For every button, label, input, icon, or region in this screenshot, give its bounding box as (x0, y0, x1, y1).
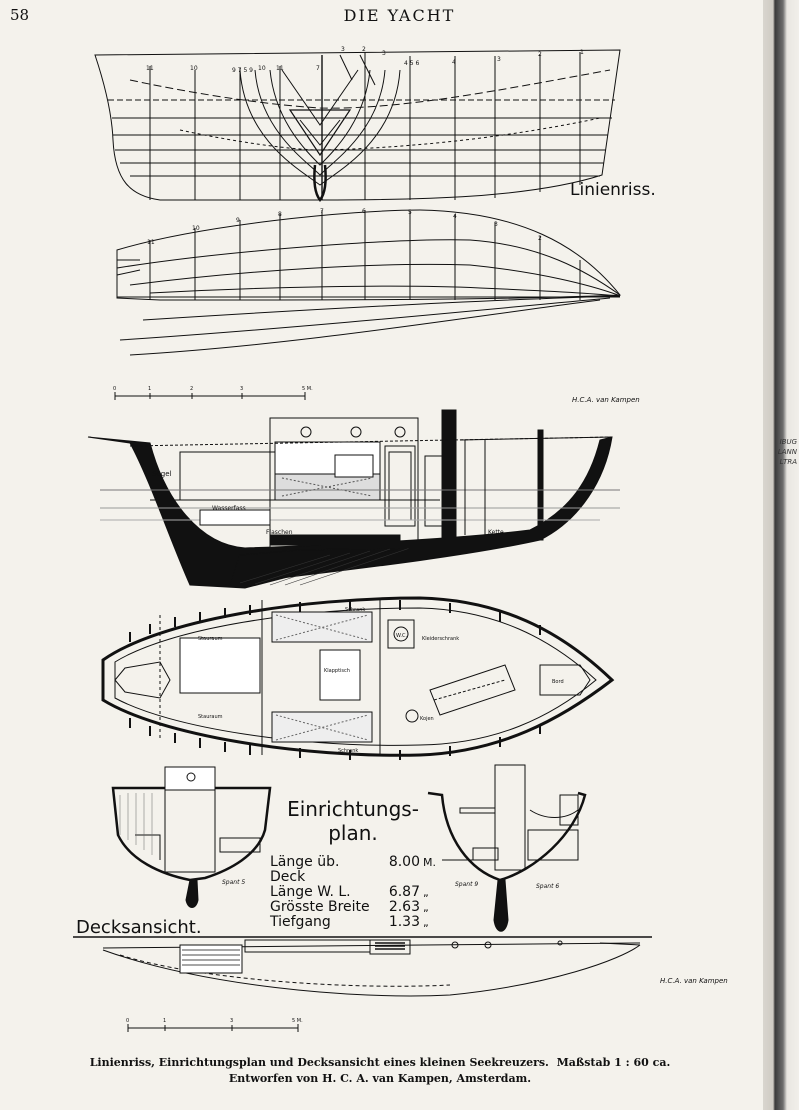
running-head: DIE YACHT (343, 6, 456, 25)
svg-text:8: 8 (278, 211, 282, 218)
svg-text:9: 9 (236, 217, 240, 224)
dimension-row: Tiefgang 1.33„ (270, 915, 443, 930)
edge-fragment: IBUG (779, 438, 797, 446)
svg-text:7: 7 (320, 208, 324, 215)
label-flaschen: Flaschen (266, 529, 293, 536)
svg-text:3: 3 (230, 1018, 233, 1024)
section-label: Spant 5 (222, 879, 245, 886)
dimension-unit: „ (423, 886, 429, 899)
scale-bar: 0 1 3 5 M. (126, 1018, 303, 1032)
svg-text:3: 3 (341, 46, 345, 53)
deck-view-label: Decksansicht. (76, 917, 202, 938)
dimension-row: Grösste Breite 2.63„ (270, 900, 443, 915)
label-kojen: Kojen (420, 716, 434, 722)
label-schrank: Schrank (338, 748, 358, 754)
svg-text:2: 2 (538, 235, 542, 242)
caption-line1: Linienriss, Einrichtungsplan und Decksan… (89, 1056, 549, 1069)
svg-text:4 5 6: 4 5 6 (404, 60, 419, 67)
label-kleiderschrank: Kleiderschrank (422, 636, 459, 642)
svg-text:5 M.: 5 M. (292, 1018, 303, 1024)
svg-text:5: 5 (408, 209, 412, 216)
dimension-value: 8.00 (388, 854, 420, 870)
interior-profile (87, 409, 620, 589)
svg-text:9 7 5 9: 9 7 5 9 (232, 67, 253, 74)
signature: H.C.A. van Kampen (572, 396, 640, 404)
edge-fragment: LANN (777, 448, 797, 456)
svg-text:5 M.: 5 M. (302, 386, 313, 392)
dimension-value: 2.63 (388, 899, 420, 915)
interior-plan-label: Einrichtungs- plan. (283, 797, 423, 845)
svg-text:2: 2 (362, 46, 366, 53)
svg-text:3: 3 (240, 386, 243, 392)
section-label: Spant 6 (536, 883, 559, 890)
page-number: 58 (10, 6, 30, 24)
svg-text:7: 7 (316, 65, 320, 72)
svg-text:1: 1 (163, 1018, 166, 1024)
label-staurum: Stauraum (198, 714, 223, 720)
dimension-key: Tiefgang (270, 914, 331, 930)
svg-text:0: 0 (113, 386, 116, 392)
section-label: Spant 9 (455, 881, 478, 888)
dimension-unit: M. (423, 856, 436, 869)
dimension-key: Länge W. L. (270, 884, 351, 900)
label-schrank: Schrank (345, 607, 365, 613)
label-wc: W.C. (396, 633, 407, 639)
dimension-value: 1.33 (388, 914, 420, 930)
dimension-key: Länge üb. Deck (270, 854, 340, 885)
label-staurum: Stauraum (198, 636, 223, 642)
svg-text:6: 6 (362, 208, 366, 215)
svg-text:0: 0 (126, 1018, 129, 1024)
caption-line2: Entworfen von H. C. A. van Kampen, Amste… (228, 1072, 532, 1085)
interior-plan-label-line1: Einrichtungs- (287, 797, 419, 821)
scale-bar: 0 1 2 3 5 M. (113, 386, 313, 400)
facing-page-edge (763, 0, 799, 1110)
svg-text:4: 4 (453, 213, 457, 220)
svg-text:10: 10 (192, 225, 200, 232)
dimension-unit: „ (423, 901, 429, 914)
svg-text:11: 11 (276, 65, 284, 72)
svg-text:11: 11 (146, 65, 154, 72)
label-segel: Segel (152, 470, 172, 478)
svg-text:10: 10 (190, 65, 198, 72)
svg-text:3: 3 (494, 221, 498, 228)
svg-text:10: 10 (258, 65, 266, 72)
label-kette: Kette (488, 529, 504, 536)
section-right (427, 764, 587, 932)
lines-profile: 11 10 9 7 5 9 10 11 7 3 2 3 4 5 6 4 3 2 1 (94, 46, 621, 203)
svg-text:4: 4 (452, 59, 456, 66)
dimension-key: Grösste Breite (270, 899, 370, 915)
svg-text:1: 1 (148, 386, 151, 392)
dimension-row: Länge W. L. 6.87„ (270, 885, 443, 900)
caption-scale: Maßstab 1 : 60 ca. (556, 1056, 671, 1069)
svg-text:3: 3 (497, 56, 501, 63)
svg-text:1: 1 (580, 49, 584, 56)
dimension-unit: „ (423, 916, 429, 929)
signature: H.C.A. van Kampen (660, 977, 728, 985)
label-bord: Bord (552, 679, 564, 685)
label-klapptisch: Klapptisch (324, 668, 350, 674)
interior-plan-label-line2: plan. (328, 821, 378, 845)
edge-fragment: LTRA (779, 458, 797, 466)
deck-view (73, 936, 652, 997)
section-left (111, 766, 272, 908)
deck-plan (101, 596, 615, 760)
lines-plan-label: Linienriss. (570, 180, 656, 200)
dimension-value: 6.87 (388, 884, 420, 900)
svg-text:11: 11 (147, 239, 155, 246)
svg-text:3: 3 (382, 50, 386, 57)
svg-text:2: 2 (538, 51, 542, 58)
lines-half-breadth: 11 10 9 8 7 6 5 4 3 2 (116, 208, 622, 356)
figure-caption: Linienriss, Einrichtungsplan und Decksan… (60, 1055, 700, 1087)
svg-text:2: 2 (190, 386, 193, 392)
label-wasser: Wasserfass (212, 505, 246, 512)
